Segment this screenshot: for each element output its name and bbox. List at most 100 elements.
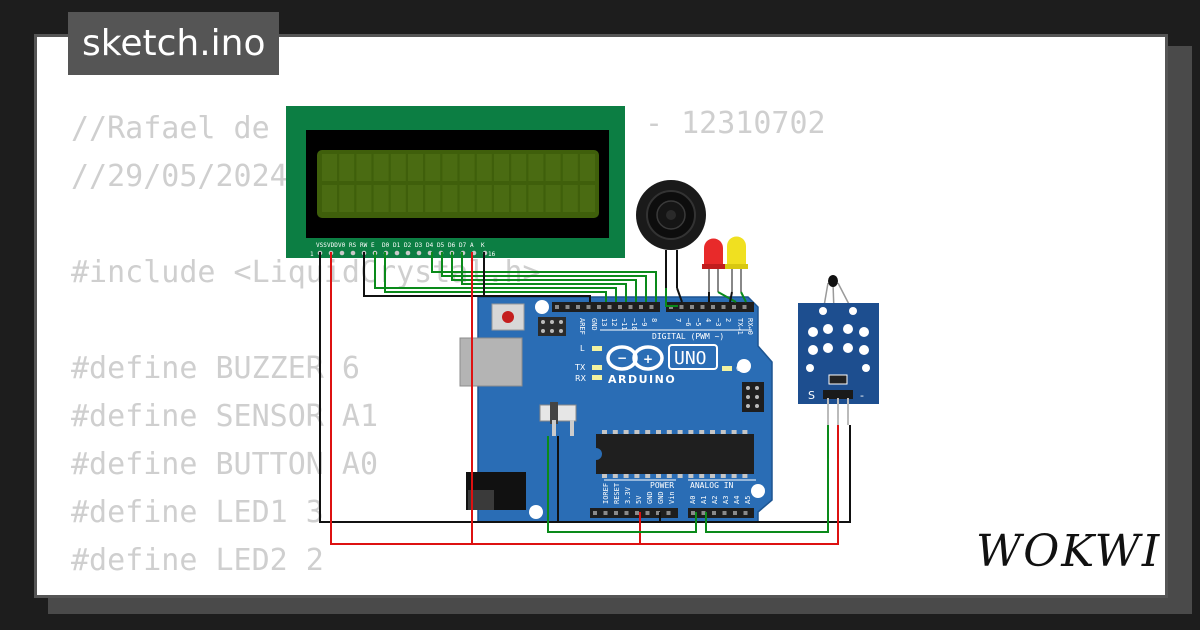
lcd-pin xyxy=(339,250,345,256)
lcd-cell xyxy=(390,154,406,181)
lcd-cell xyxy=(511,185,527,212)
led-red xyxy=(702,238,725,292)
wire-green xyxy=(431,252,657,302)
analog-pin-label: A3 xyxy=(722,496,730,504)
chip-pin xyxy=(645,474,651,478)
lcd-cell xyxy=(562,185,578,212)
lcd-pin-label: VDD xyxy=(327,242,338,249)
usb-port xyxy=(459,337,523,387)
chip-pin xyxy=(634,430,640,434)
chip-pin xyxy=(634,474,640,478)
header-hole xyxy=(700,305,705,309)
chip-pin xyxy=(677,474,683,478)
lcd-pin xyxy=(350,250,356,256)
header-hole xyxy=(628,305,633,309)
header-hole xyxy=(603,511,608,515)
digital-pin-label: 7 xyxy=(674,318,682,322)
header-hole xyxy=(666,511,671,515)
lcd-cell xyxy=(373,185,389,212)
chip-pin xyxy=(623,474,629,478)
lcd-cell xyxy=(476,185,492,212)
lcd-cell xyxy=(528,154,544,181)
wire-green xyxy=(717,291,737,303)
header-hole xyxy=(607,305,612,309)
wire-green xyxy=(461,252,627,302)
chip-pin xyxy=(612,430,618,434)
lcd-cell xyxy=(322,154,337,181)
digital-pin-label: 4 xyxy=(704,318,712,322)
wire-black xyxy=(729,291,733,303)
header-hole xyxy=(712,511,716,515)
chip-pin xyxy=(666,430,672,434)
wire-green xyxy=(384,252,607,302)
lcd-cell xyxy=(528,185,544,212)
chip-pin xyxy=(623,430,629,434)
code-line: //Rafael de xyxy=(71,111,270,146)
code-line: #define BUZZER 6 xyxy=(71,351,360,386)
mount-hole xyxy=(751,484,765,498)
sensor-minus-label: - xyxy=(860,389,864,402)
mount-hole xyxy=(535,300,549,314)
reset-button-cap[interactable] xyxy=(502,311,514,323)
board-brand-label: ARDUINO xyxy=(608,373,676,386)
analog-pin-label: A1 xyxy=(700,496,708,504)
lcd-cell xyxy=(339,154,355,181)
lcd-cell xyxy=(580,154,595,181)
chip-pin xyxy=(656,474,661,478)
header-hole xyxy=(701,511,706,515)
lcd-pin-label: RW xyxy=(360,242,368,249)
digital-pin-label: ~10 xyxy=(630,318,638,331)
icsp-header xyxy=(538,317,566,336)
power-pin-label: RESET xyxy=(613,482,621,504)
lcd-cell xyxy=(373,154,389,181)
lcd-cell xyxy=(390,185,406,212)
lcd-cell xyxy=(339,185,355,212)
arduino-logo: − + UNO ARDUINO xyxy=(606,344,718,386)
lcd-cell xyxy=(459,185,475,212)
analog-header xyxy=(688,508,754,518)
led-yellow xyxy=(725,236,748,292)
power-pin-label: GND xyxy=(646,491,654,504)
code-line: #define BUTTON A0 xyxy=(71,447,379,482)
lcd-cell xyxy=(545,185,561,212)
sensor-signal-label: S xyxy=(808,389,815,402)
lcd-pin-label: D2 xyxy=(404,242,412,249)
power-header-label: POWER xyxy=(650,481,674,490)
lcd-cell xyxy=(408,154,423,181)
analog-pin-label: A4 xyxy=(733,496,741,504)
wire-green xyxy=(705,425,829,533)
header-hole xyxy=(690,305,694,309)
lcd-cell xyxy=(459,154,475,181)
header-hole xyxy=(691,511,695,515)
chip-pin xyxy=(742,474,748,478)
lcd-cell xyxy=(511,154,527,181)
header-hole xyxy=(711,305,715,309)
lcd-pin-label: E xyxy=(371,242,375,249)
lcd-cell xyxy=(408,185,423,212)
lcd-pin xyxy=(405,250,411,256)
wire-red xyxy=(640,425,839,545)
header-hole xyxy=(624,511,629,515)
chip-pin xyxy=(612,474,618,478)
digital-pin-label: AREF xyxy=(578,318,586,335)
lcd-cell xyxy=(476,154,492,181)
lcd-cell xyxy=(545,154,561,181)
wokwi-logo: WOKWI xyxy=(976,526,1161,577)
digital-pin-label: 8 xyxy=(650,318,658,322)
led-rx-indicator xyxy=(592,375,602,380)
led-tx-indicator xyxy=(592,365,602,370)
lcd-pin-label: D7 xyxy=(459,242,467,249)
wire-green xyxy=(547,436,697,533)
chip-pin xyxy=(645,430,651,434)
arduino-uno-board: − + UNO ARDUINO DIGITAL (PWM ~) L TX RX … xyxy=(459,296,773,523)
code-line: #define SENSOR A1 xyxy=(71,399,379,434)
chip-pin xyxy=(699,430,705,434)
code-id-fragment: - 12310702 xyxy=(645,106,826,141)
lcd-cell xyxy=(356,154,372,181)
header-hole xyxy=(576,305,580,309)
lcd-pin-label: K xyxy=(481,242,485,249)
digital-pin-label: 12 xyxy=(610,318,618,326)
led-rx-label: RX xyxy=(575,374,587,383)
on-label: ON xyxy=(736,364,748,373)
